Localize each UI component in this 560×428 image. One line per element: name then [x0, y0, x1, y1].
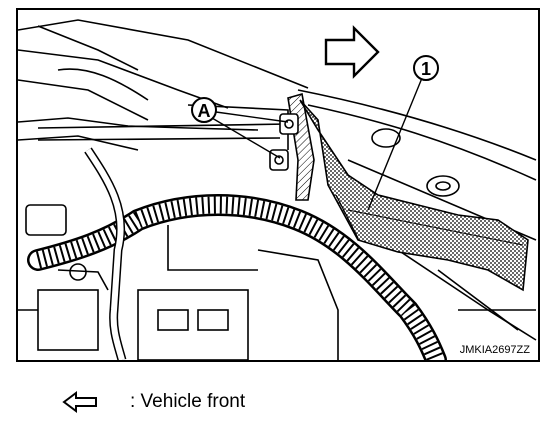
leader-lines: [211, 77, 423, 211]
fasteners: [269, 113, 299, 171]
engine-bay-drawing: A 1: [18, 19, 537, 360]
vehicle-front-arrow-icon: [324, 25, 380, 79]
legend: : Vehicle front: [60, 388, 245, 416]
callout-1-label: 1: [421, 59, 431, 79]
engine-components: [18, 204, 536, 360]
wiring-harness: [27, 194, 447, 360]
legend-text: : Vehicle front: [130, 391, 246, 412]
diagram-frame: A 1 JMKIA2697ZZ: [16, 8, 540, 362]
cowl-insulator: [299, 99, 529, 292]
strut-bar: [37, 104, 289, 150]
bracket: [287, 92, 315, 201]
hood-panel: [18, 19, 309, 151]
hollow-arrow-left-icon: [62, 391, 97, 413]
image-code: JMKIA2697ZZ: [459, 344, 530, 356]
callout-a: A: [191, 97, 217, 123]
callout-1: 1: [413, 55, 439, 81]
callout-a-label: A: [198, 101, 211, 121]
